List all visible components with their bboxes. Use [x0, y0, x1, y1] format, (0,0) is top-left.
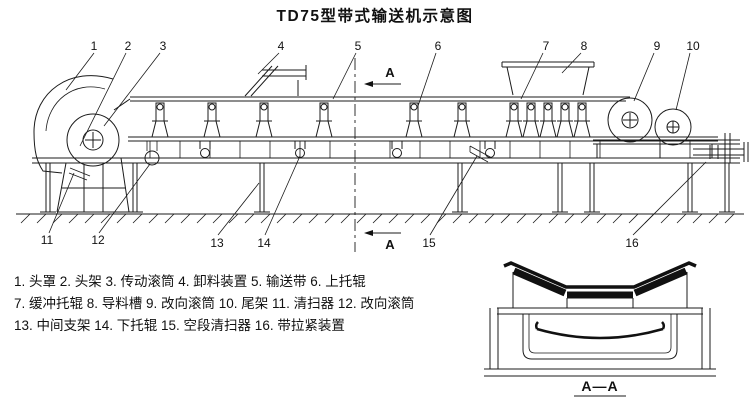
return-belt-cleaner — [469, 145, 493, 163]
callout-8: 8 — [581, 39, 588, 53]
troughed-belt — [503, 261, 697, 289]
belt-cleaner — [68, 167, 91, 181]
bend-pulley-head — [144, 150, 160, 166]
legend-line-2: 7. 缓冲托辊 8. 导料槽 9. 改向滚筒 10. 尾架 11. 清扫器 12… — [14, 295, 414, 311]
tail-section — [593, 97, 749, 163]
section-cut: A A — [354, 58, 401, 252]
callout-4: 4 — [278, 39, 285, 53]
section-marker-bottom: A — [385, 237, 395, 252]
take-up-screw — [693, 133, 749, 163]
tail-bend-pulley — [607, 97, 653, 143]
page-title: TD75型带式输送机示意图 — [277, 6, 474, 25]
take-up-pulley — [654, 108, 692, 146]
leader-lines — [48, 52, 707, 236]
section-view-aa: A—A — [484, 261, 716, 397]
head-hood — [33, 75, 114, 174]
callout-10: 10 — [686, 39, 700, 53]
upper-idlers — [150, 102, 472, 138]
drive-pulley — [66, 113, 120, 167]
head-section — [33, 75, 160, 213]
buffer-idlers — [504, 102, 592, 138]
legend-line-3: 13. 中间支架 14. 下托辊 15. 空段清扫器 16. 带拉紧装置 — [14, 318, 345, 333]
loading-chute — [501, 61, 595, 96]
return-idlers — [199, 140, 496, 158]
discharge-device — [244, 65, 307, 97]
right-trough-roller — [633, 267, 688, 297]
legend-line-1: 1. 头罩 2. 头架 3. 传动滚筒 4. 卸料装置 5. 输送带 6. 上托… — [14, 273, 366, 289]
callout-9: 9 — [654, 39, 661, 53]
callout-16: 16 — [625, 236, 639, 250]
section-marker-top: A — [385, 65, 395, 80]
callout-15: 15 — [422, 236, 436, 250]
conveyor-frame — [32, 136, 740, 213]
callout-11: 11 — [41, 233, 54, 247]
callout-7: 7 — [543, 39, 550, 53]
section-label: A—A — [581, 378, 618, 394]
callout-5: 5 — [355, 39, 362, 53]
callout-3: 3 — [160, 39, 167, 53]
section-arrow-bottom — [364, 230, 373, 236]
ground-hatch — [16, 213, 744, 224]
callouts: 1 2 3 4 5 6 7 8 9 10 11 12 13 14 15 16 — [41, 39, 700, 250]
callout-6: 6 — [435, 39, 442, 53]
callout-1: 1 — [91, 39, 98, 53]
legend: 1. 头罩 2. 头架 3. 传动滚筒 4. 卸料装置 5. 输送带 6. 上托… — [14, 273, 414, 333]
callout-2: 2 — [125, 39, 132, 53]
callout-14: 14 — [257, 236, 271, 250]
return-channel — [522, 314, 678, 360]
return-belt — [534, 321, 666, 340]
left-trough-roller — [512, 267, 567, 297]
conveyor-belt — [113, 96, 630, 111]
head-frame — [56, 157, 131, 213]
callout-12: 12 — [91, 233, 105, 247]
callout-13: 13 — [210, 236, 224, 250]
section-arrow-top — [364, 81, 373, 87]
